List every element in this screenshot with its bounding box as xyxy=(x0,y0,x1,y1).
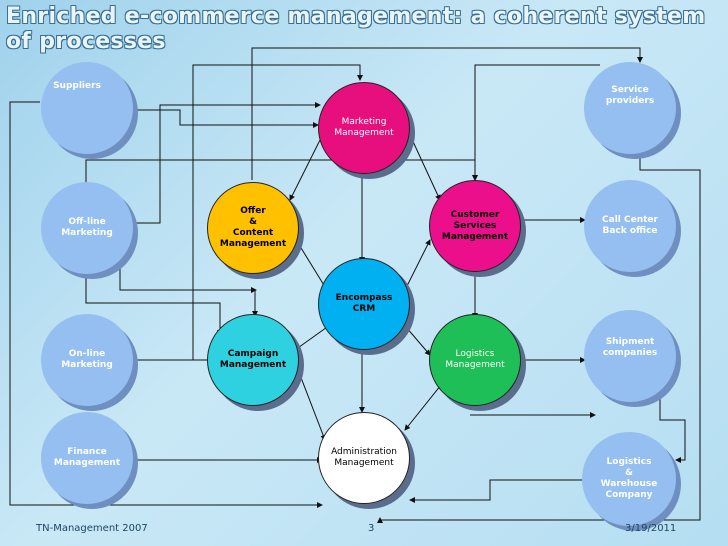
finance-management-node[interactable]: Finance Management xyxy=(41,412,133,504)
campaign-management-node[interactable]: Campaign Management xyxy=(207,314,299,406)
shipment-companies-node[interactable]: Shipment companies xyxy=(584,310,676,402)
encompass-crm-node[interactable]: Encompass CRM xyxy=(318,258,410,350)
encompass-crm-label: Encompass CRM xyxy=(335,293,393,314)
call-center-node[interactable]: Call Center Back office xyxy=(584,180,676,272)
offer-content-label: Offer & Content Management xyxy=(219,206,287,249)
marketing-management-label: Marketing Management xyxy=(334,117,394,138)
logistics-management-label: Logistics Management xyxy=(445,349,505,370)
offer-content-node[interactable]: Offer & Content Management xyxy=(207,182,299,274)
shipment-companies-label: Shipment companies xyxy=(602,337,658,358)
administration-management-label: Administration Management xyxy=(331,447,397,468)
logistics-management-node[interactable]: Logistics Management xyxy=(429,314,521,406)
logistics-warehouse-label: Logistics & Warehouse Company xyxy=(600,457,658,500)
footer-date: 3/19/2011 xyxy=(625,523,677,534)
marketing-management-node[interactable]: Marketing Management xyxy=(318,82,410,174)
logistics-warehouse-node[interactable]: Logistics & Warehouse Company xyxy=(582,432,676,526)
suppliers-label: Suppliers xyxy=(53,80,101,91)
call-center-label: Call Center Back office xyxy=(602,215,658,236)
suppliers-node[interactable]: Suppliers xyxy=(41,62,133,154)
finance-management-label: Finance Management xyxy=(53,447,121,468)
page-title: Enriched e-commerce management: a cohere… xyxy=(6,4,706,54)
campaign-management-label: Campaign Management xyxy=(219,349,287,370)
service-providers-node[interactable]: Service providers xyxy=(584,62,676,154)
online-marketing-label: On-line Marketing xyxy=(61,349,113,370)
footer-left: TN-Management 2007 xyxy=(36,523,148,534)
service-providers-label: Service providers xyxy=(605,85,655,106)
customer-services-label: Customer Services Management xyxy=(441,209,509,242)
offline-marketing-label: Off-line Marketing xyxy=(61,217,113,238)
offline-marketing-node[interactable]: Off-line Marketing xyxy=(41,182,133,274)
online-marketing-node[interactable]: On-line Marketing xyxy=(41,314,133,406)
customer-services-node[interactable]: Customer Services Management xyxy=(429,180,521,272)
administration-management-node[interactable]: Administration Management xyxy=(318,412,410,504)
footer-page-number: 3 xyxy=(368,523,375,534)
